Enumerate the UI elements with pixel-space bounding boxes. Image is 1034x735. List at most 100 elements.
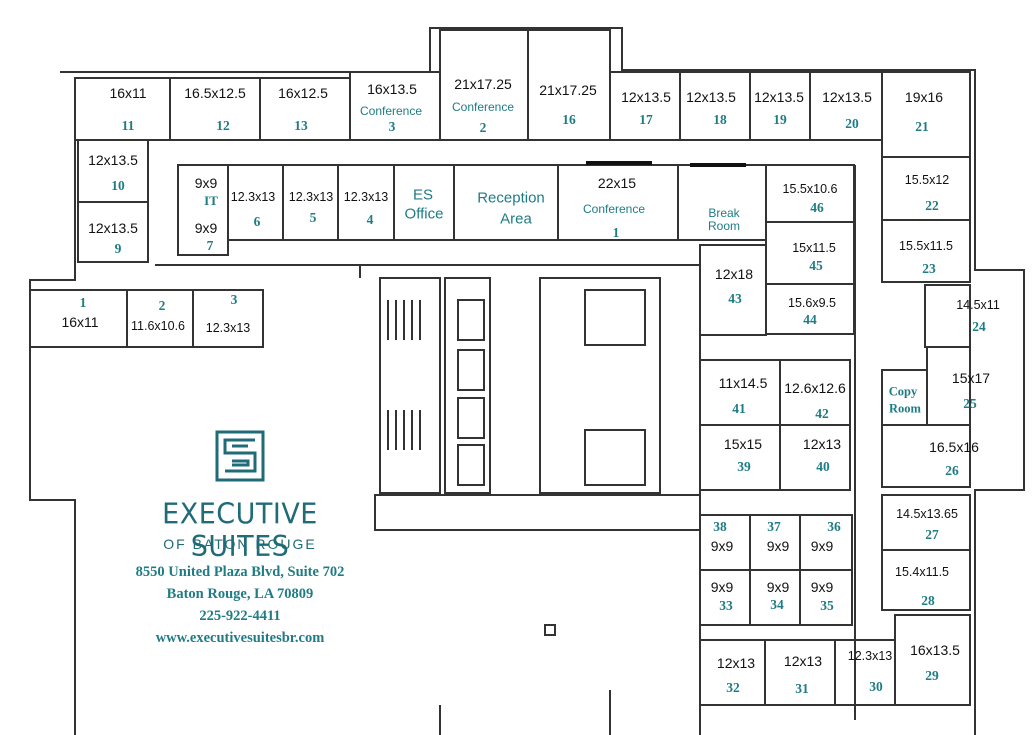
room-dimensions: 15x11.5 (792, 241, 836, 255)
room-number: 37 (767, 519, 781, 534)
room-number: 42 (815, 406, 829, 421)
brand-subtitle: OF BATON ROUGE (163, 536, 317, 552)
room-number: 25 (963, 396, 977, 411)
room-dimensions: 21x17.25 (539, 82, 597, 98)
room-label: IT (204, 193, 218, 208)
room-number: 17 (639, 112, 653, 127)
room-number: 3 (230, 292, 238, 307)
room-dimensions: 19x16 (904, 89, 944, 105)
room-number: 1 (79, 295, 87, 310)
room-dimensions: 12x18 (714, 266, 754, 282)
room-number: 12 (216, 118, 230, 133)
room-dimensions: 12.6x12.6 (784, 380, 846, 396)
room-number: 22 (925, 198, 939, 213)
room-dimensions: 15.5x11.5 (899, 239, 953, 253)
room-dimensions: 12.3x13 (288, 190, 334, 204)
room-number: 3 (388, 119, 396, 134)
room-dimensions: 9x9 (710, 579, 734, 595)
room-number: 40 (816, 459, 830, 474)
room-number: 43 (728, 291, 742, 306)
room-label: Conference (451, 100, 515, 114)
room-dimensions: 12.3x13 (230, 190, 276, 204)
room-dimensions: 16x13.5 (910, 642, 960, 658)
room-dimensions: 16.5x12.5 (184, 85, 246, 101)
room-dimensions: 14.5x11 (956, 298, 1000, 312)
room-dimensions: 12.3x13 (205, 321, 251, 335)
room-number: 28 (921, 593, 935, 608)
room-number: 10 (111, 178, 125, 193)
room-dimensions: 21x17.25 (454, 76, 512, 92)
room-number: 20 (845, 116, 859, 131)
room-label: ES (412, 186, 434, 204)
room-dimensions: 9x9 (766, 579, 790, 595)
room-label: Conference (582, 202, 646, 216)
room-number: 46 (810, 200, 824, 215)
room-number: 21 (915, 119, 929, 134)
room-dimensions: 15x15 (723, 436, 763, 452)
room-dimensions: 9x9 (810, 579, 834, 595)
room-number: 9 (114, 241, 122, 256)
room-dimensions: 15.4x11.5 (895, 565, 949, 579)
room-dimensions: 15.5x10.6 (782, 182, 838, 196)
room-dimensions: 12.3x13 (847, 649, 893, 663)
room-dimensions: 12x13.5 (88, 220, 138, 236)
room-number: 41 (732, 401, 746, 416)
room-label: Copy (888, 384, 918, 399)
room-dimensions: 9x9 (810, 538, 834, 554)
room-dimensions: 12x13.5 (621, 89, 671, 105)
room-label: Conference (359, 104, 423, 118)
room-number: 33 (719, 598, 733, 613)
room-dimensions: 9x9 (194, 175, 218, 191)
room-dimensions: 12x13 (783, 653, 823, 669)
room-number: 2 (479, 120, 487, 135)
room-dimensions: 9x9 (710, 538, 734, 554)
room-number: 7 (206, 238, 214, 253)
room-number: 27 (925, 527, 939, 542)
room-number: 32 (726, 680, 740, 695)
room-label: Room (889, 401, 921, 416)
room-dimensions: 15.6x9.5 (788, 296, 836, 310)
brand-name: EXECUTIVE SUITES (162, 498, 318, 564)
room-label: Reception (477, 189, 545, 207)
room-label: Break (708, 206, 740, 220)
address-line-2: Baton Rouge, LA 70809 (166, 586, 314, 602)
room-number: 2 (158, 298, 166, 313)
room-number: 34 (770, 597, 784, 612)
room-number: 44 (803, 312, 817, 327)
room-number: 29 (925, 668, 939, 683)
room-number: 6 (253, 214, 261, 229)
room-dimensions: 16x13.5 (367, 81, 417, 97)
room-number: 11 (121, 118, 135, 133)
room-dimensions: 16x11 (109, 85, 147, 101)
room-number: 1 (612, 225, 620, 240)
room-dimensions: 11.6x10.6 (131, 319, 185, 333)
room-number: 19 (773, 112, 787, 127)
room-dimensions: 12.3x13 (343, 190, 389, 204)
room-dimensions: 12x13 (716, 655, 756, 671)
address-line-1: 8550 United Plaza Blvd, Suite 702 (135, 564, 345, 580)
room-number: 5 (309, 210, 317, 225)
room-number: 26 (945, 463, 959, 478)
room-dimensions: 12x13.5 (754, 89, 804, 105)
phone-number: 225-922-4411 (199, 608, 281, 624)
room-number: 23 (922, 261, 936, 276)
room-number: 38 (713, 519, 727, 534)
room-label: Area (500, 210, 532, 228)
room-number: 30 (869, 679, 883, 694)
room-number: 16 (562, 112, 576, 127)
room-number: 4 (366, 212, 374, 227)
room-label: Office (404, 205, 444, 223)
room-number: 45 (809, 258, 823, 273)
room-dimensions: 9x9 (766, 538, 790, 554)
room-dimensions: 9x9 (194, 220, 218, 236)
room-dimensions: 12x13.5 (88, 152, 138, 168)
room-number: 39 (737, 459, 751, 474)
room-dimensions: 16x11 (61, 314, 99, 330)
room-number: 31 (795, 681, 809, 696)
room-number: 35 (820, 598, 834, 613)
room-number: 13 (294, 118, 308, 133)
room-dimensions: 16x12.5 (278, 85, 328, 101)
room-dimensions: 22x15 (597, 175, 637, 191)
